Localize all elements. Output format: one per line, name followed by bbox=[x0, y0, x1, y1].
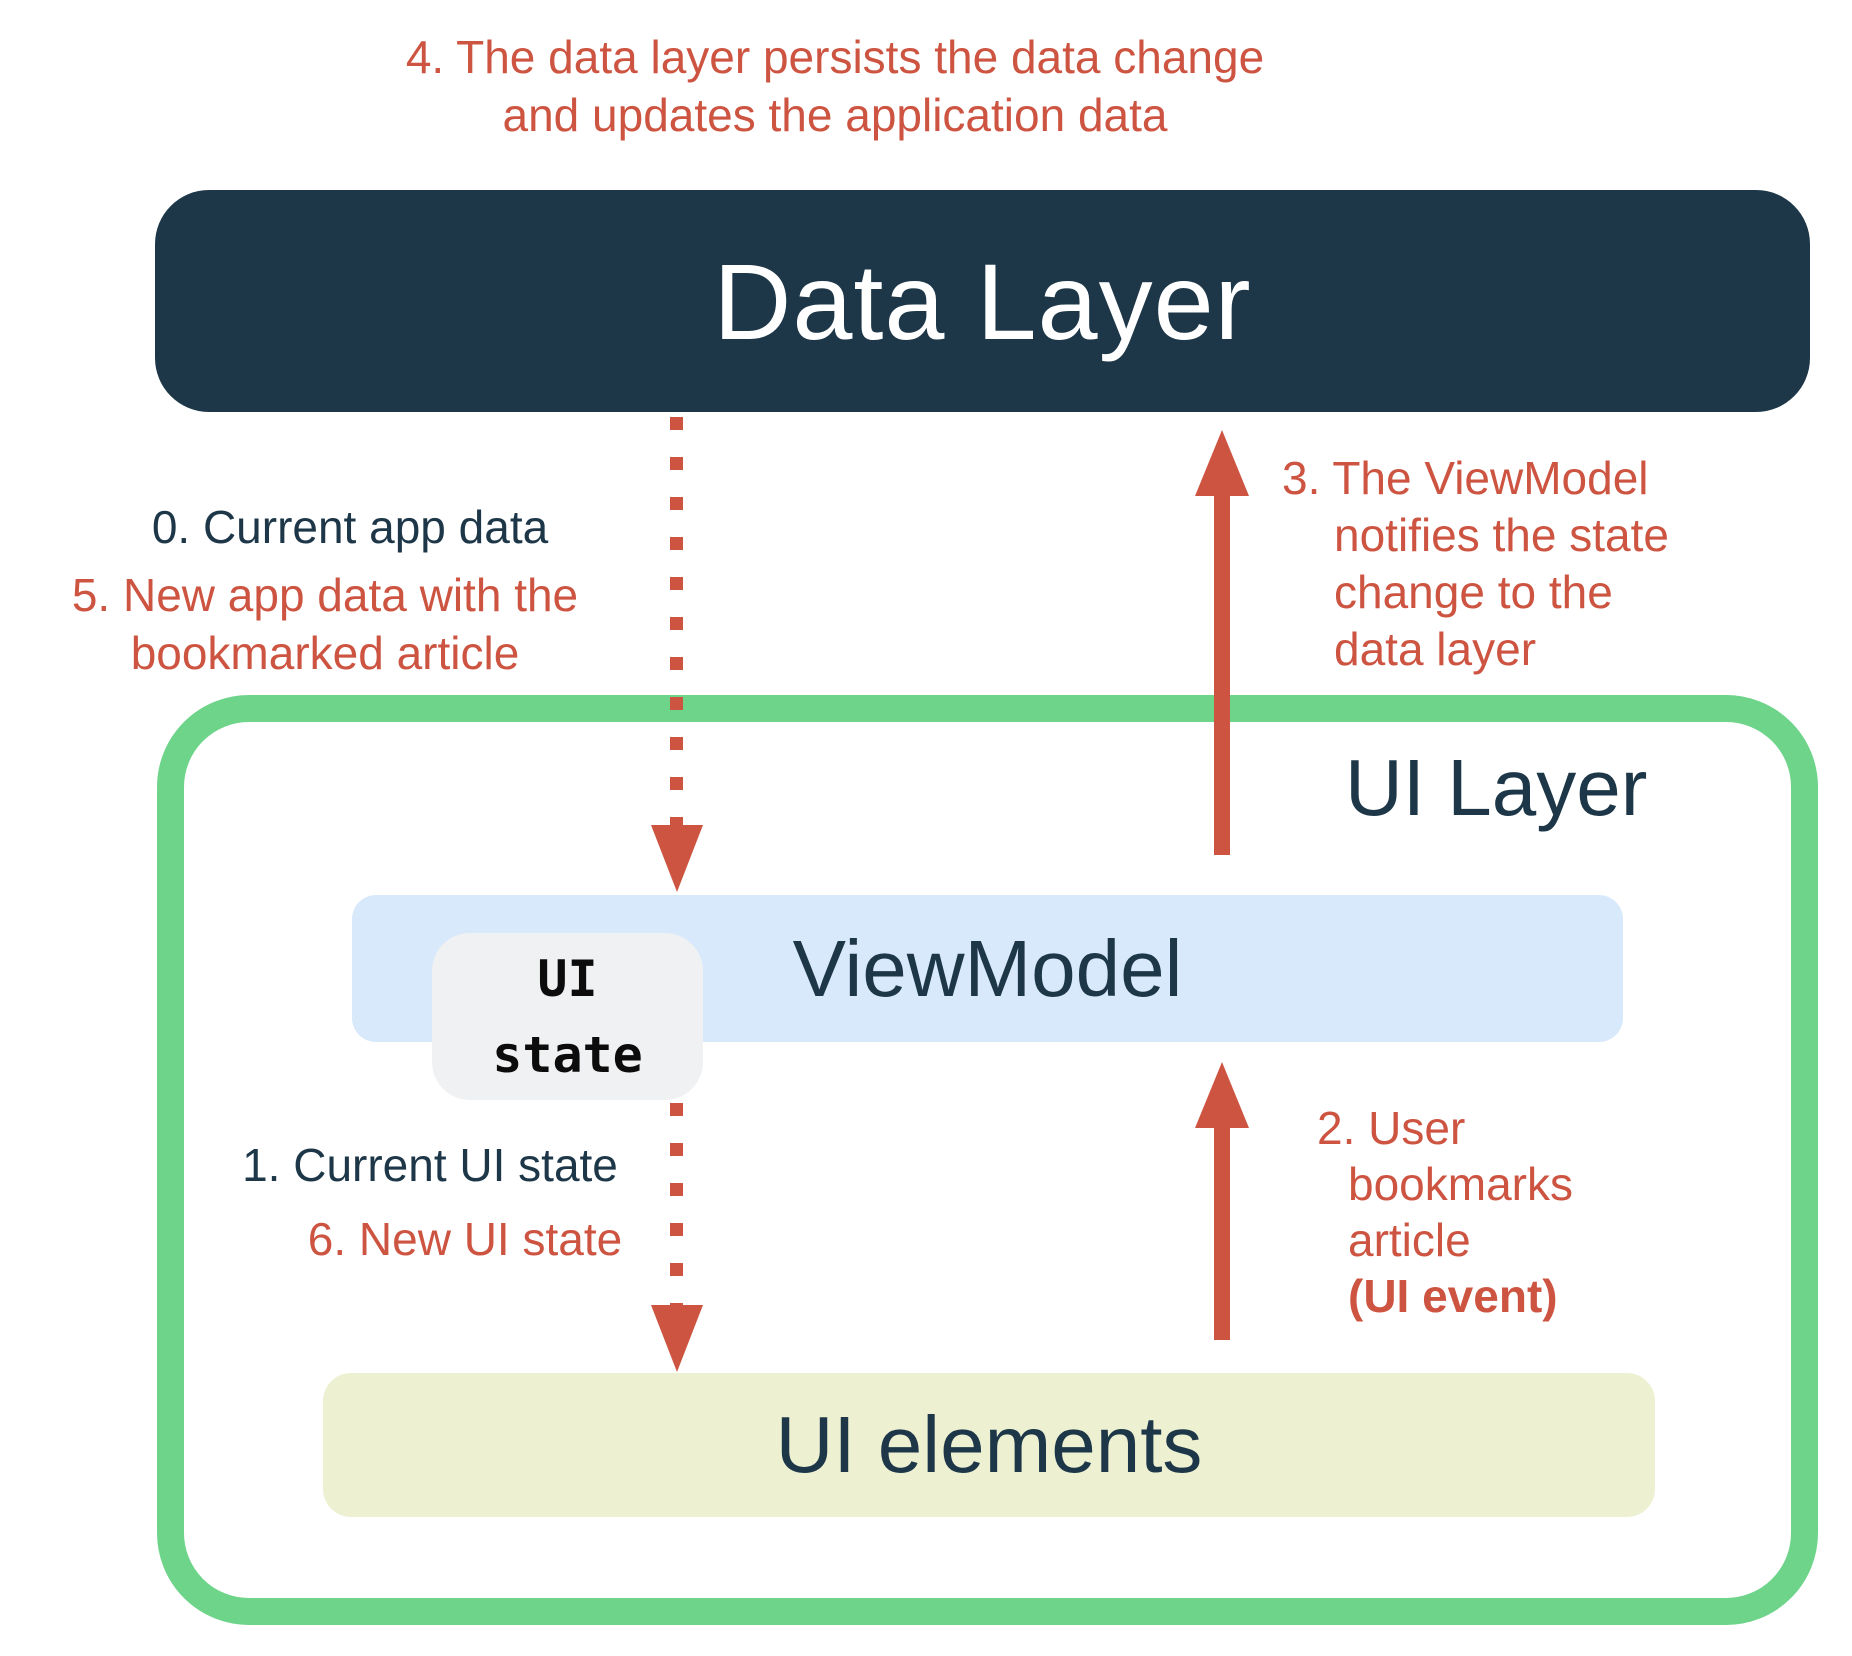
annotation-step3-line3: change to the bbox=[1334, 566, 1613, 618]
annotation-step5-line2: bookmarked article bbox=[130, 627, 520, 679]
annotation-step3: 3. The ViewModel notifies the state chan… bbox=[1282, 450, 1669, 678]
dashed-down-arrow-data-to-viewmodel bbox=[670, 417, 683, 825]
annotation-step0-text: 0. Current app data bbox=[151, 501, 549, 553]
ui-layer-box bbox=[157, 695, 1818, 1625]
annotation-step3-line1: 3. The ViewModel bbox=[1282, 452, 1649, 504]
annotation-step2-line3: article bbox=[1348, 1214, 1471, 1266]
dashed-down-arrowhead-bottom-icon bbox=[651, 1305, 703, 1372]
solid-up-arrowhead-viewmodel-to-data-icon bbox=[1195, 430, 1249, 496]
annotation-step5: 5. New app data with the bookmarked arti… bbox=[15, 566, 635, 682]
annotation-step4: 4. The data layer persists the data chan… bbox=[300, 28, 1370, 144]
annotation-step0: 0. Current app data bbox=[135, 498, 565, 556]
dashed-down-arrowhead-top-icon bbox=[651, 825, 703, 892]
ui-state-chip-line2: state bbox=[492, 1025, 643, 1084]
annotation-step2-line2: bookmarks bbox=[1348, 1158, 1573, 1210]
ui-elements-box: UI elements bbox=[323, 1373, 1655, 1517]
annotation-step6-text: 6. New UI state bbox=[307, 1213, 623, 1265]
ui-state-chip-line1: UI bbox=[537, 949, 598, 1008]
dashed-down-arrow-state-to-elements bbox=[670, 1103, 683, 1305]
ui-layer-label: UI Layer bbox=[1345, 743, 1648, 832]
solid-up-arrowhead-elements-to-viewmodel-icon bbox=[1195, 1062, 1249, 1128]
annotation-step1-text: 1. Current UI state bbox=[242, 1139, 618, 1191]
ui-elements-label: UI elements bbox=[775, 1400, 1203, 1489]
annotation-step3-line4: data layer bbox=[1334, 623, 1537, 675]
annotation-step2: 2. User bookmarks article (UI event) bbox=[1317, 1100, 1573, 1324]
ui-state-chip: UI state bbox=[432, 933, 703, 1100]
annotation-step5-line1: 5. New app data with the bbox=[71, 569, 579, 621]
data-layer-label: Data Layer bbox=[713, 240, 1252, 362]
solid-up-arrow-elements-to-viewmodel bbox=[1214, 1126, 1230, 1340]
annotation-step4-line1: 4. The data layer persists the data chan… bbox=[405, 31, 1265, 83]
data-layer-box: Data Layer bbox=[155, 190, 1810, 412]
annotation-step6: 6. New UI state bbox=[270, 1210, 660, 1268]
annotation-step2-line4: (UI event) bbox=[1348, 1270, 1558, 1322]
annotation-step3-line2: notifies the state bbox=[1334, 509, 1669, 561]
annotation-step2-line1: 2. User bbox=[1317, 1102, 1466, 1154]
viewmodel-label: ViewModel bbox=[792, 923, 1183, 1013]
annotation-step1: 1. Current UI state bbox=[195, 1136, 665, 1194]
solid-up-arrow-viewmodel-to-data bbox=[1214, 494, 1230, 855]
annotation-step4-line2: and updates the application data bbox=[502, 89, 1168, 141]
